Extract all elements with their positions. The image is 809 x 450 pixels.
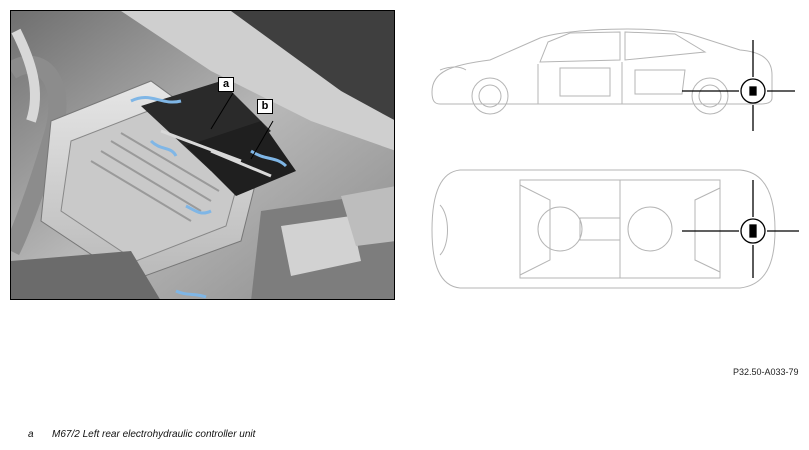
location-marker-top — [682, 180, 799, 278]
legend-text: M67/2 Left rear electrohydraulic control… — [52, 429, 256, 440]
legend: a M67/2 Left rear electrohydraulic contro… — [28, 429, 255, 440]
vehicle-top-view — [431, 169, 776, 289]
legend-key: a — [28, 429, 34, 440]
vehicle-location-diagram — [420, 20, 809, 305]
component-illustration: a b — [10, 10, 395, 300]
figure-reference-code: P32.50-A033-79 — [733, 367, 799, 377]
callout-a: a — [218, 77, 234, 92]
callout-b: b — [257, 99, 273, 114]
vehicle-side-view — [431, 28, 773, 115]
location-marker-side — [682, 40, 795, 131]
